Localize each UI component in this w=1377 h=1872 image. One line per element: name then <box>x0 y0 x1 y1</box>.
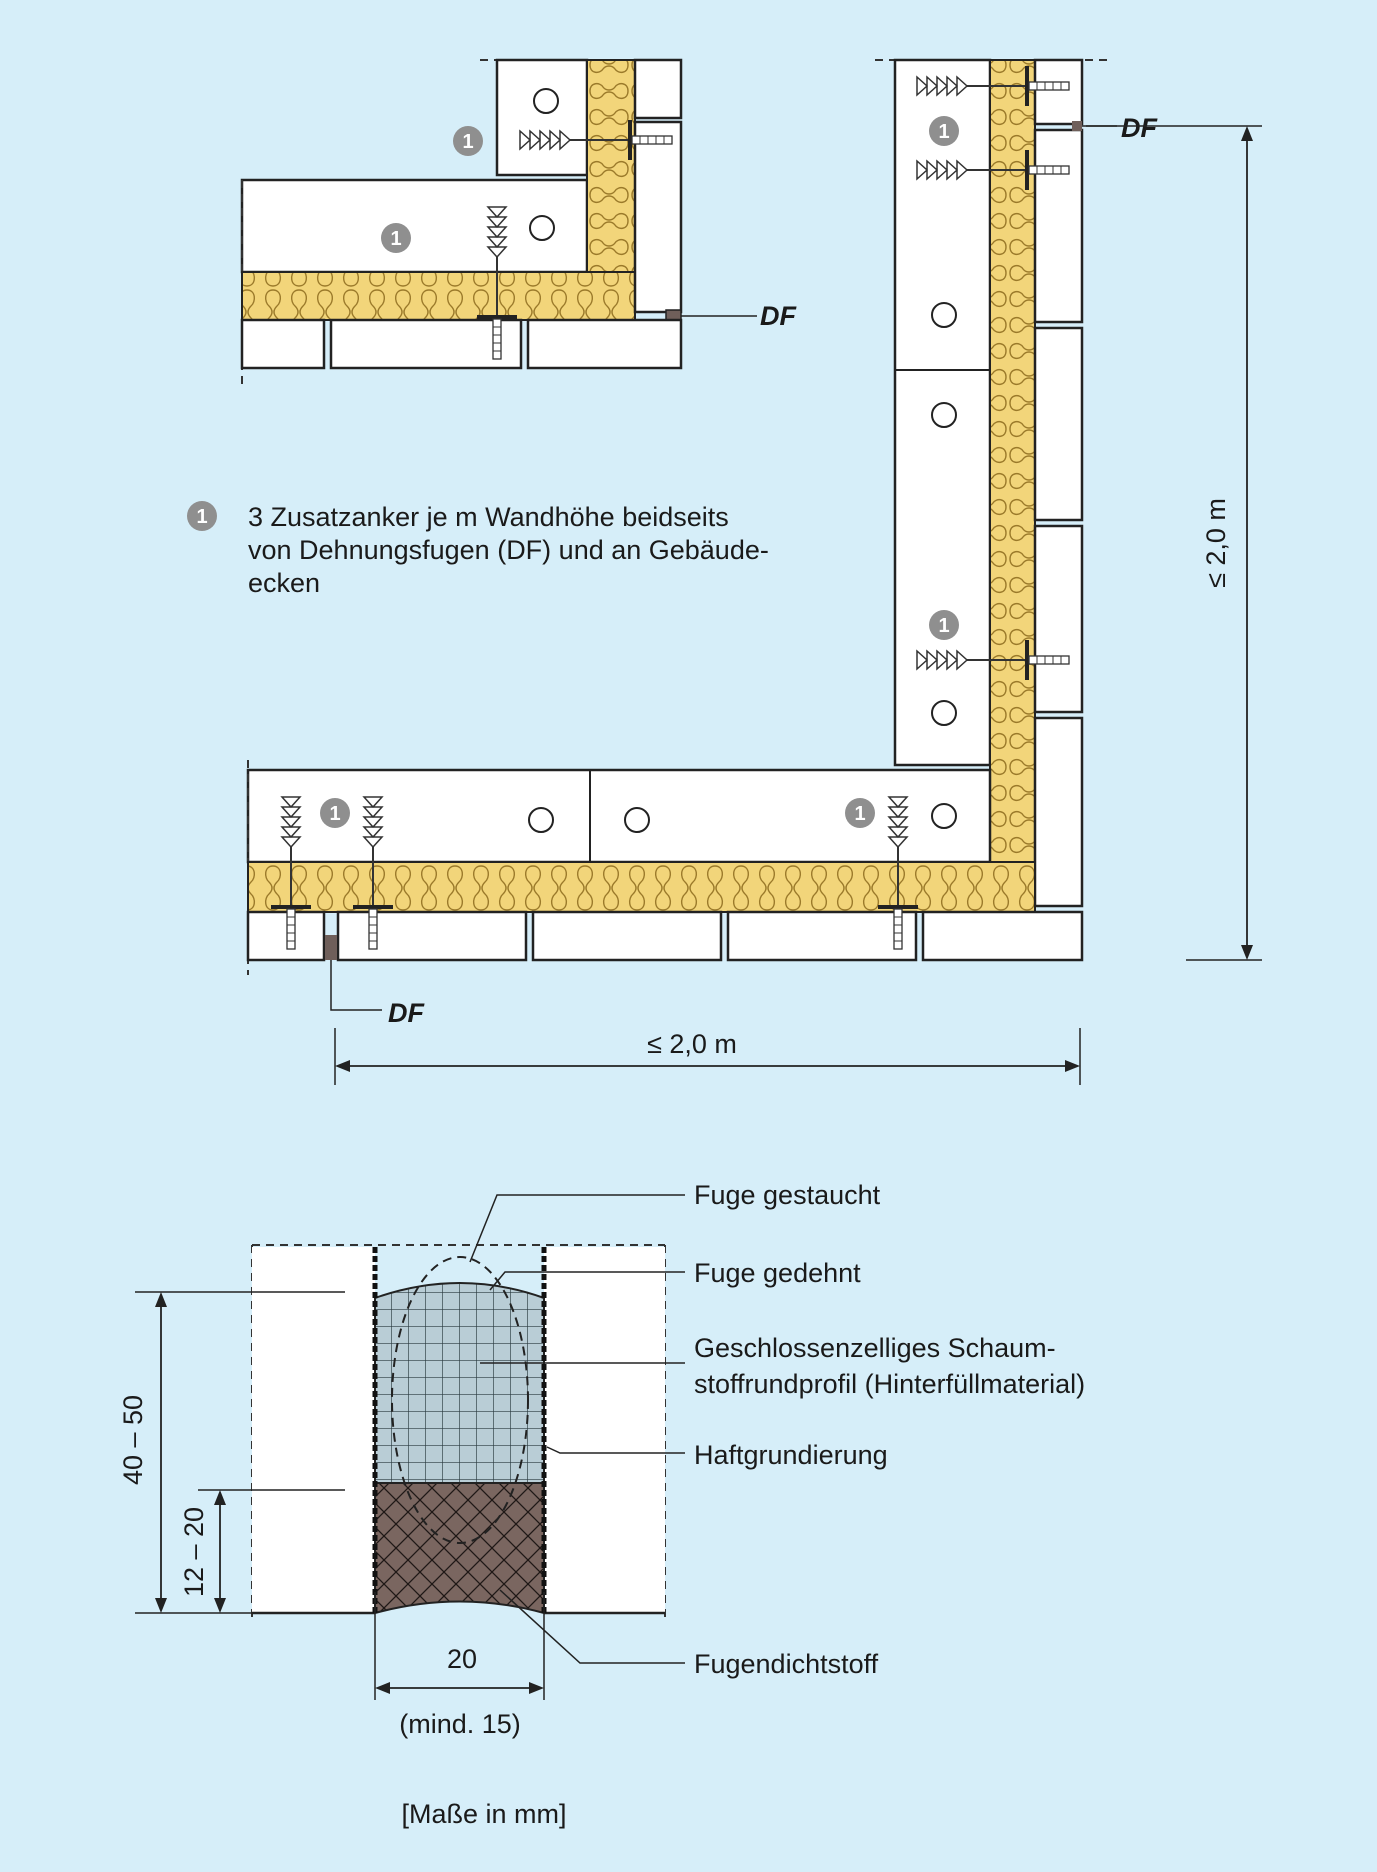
anchor-marker: 1 <box>320 798 350 828</box>
svg-text:ecken: ecken <box>248 568 320 598</box>
dimension-horizontal: ≤ 2,0 m <box>334 1028 1081 1085</box>
anchor-marker: 1 <box>845 798 875 828</box>
svg-text:12 – 20: 12 – 20 <box>179 1507 209 1597</box>
callout-backer-rod-line1: Geschlossenzelliges Schaum- <box>694 1333 1056 1363</box>
svg-text:1: 1 <box>390 228 401 250</box>
svg-text:1: 1 <box>938 615 949 637</box>
callout-primer: Haftgrundierung <box>694 1440 888 1470</box>
svg-text:(mind. 15): (mind. 15) <box>399 1709 521 1739</box>
dimension-width: 20 (mind. 15) <box>374 1592 545 1739</box>
df-label: DF <box>1121 113 1158 143</box>
callout-sealant: Fugendichtstoff <box>694 1649 879 1679</box>
svg-text:3 Zusatzanker je m Wandhöhe be: 3 Zusatzanker je m Wandhöhe beidseits <box>248 502 729 532</box>
svg-text:1: 1 <box>196 506 207 528</box>
svg-text:≤ 2,0 m: ≤ 2,0 m <box>1201 498 1231 588</box>
units-note: [Maße in mm] <box>401 1799 566 1829</box>
svg-text:1: 1 <box>329 803 340 825</box>
dimension-depth: 40 – 50 12 – 20 <box>118 1291 345 1614</box>
df-label: DF <box>388 998 425 1028</box>
callout-joint-compressed: Fuge gestaucht <box>694 1180 881 1210</box>
callout-backer-rod-line2: stoffrundprofil (Hinterfüllmaterial) <box>694 1369 1085 1399</box>
svg-text:1: 1 <box>462 131 473 153</box>
svg-text:von Dehnungsfugen (DF) und an: von Dehnungsfugen (DF) und an Gebäude- <box>248 535 769 565</box>
anchor-marker: 1 <box>453 126 483 156</box>
corner-detail-small <box>240 58 1107 385</box>
anchor-marker: 1 <box>929 116 959 146</box>
anchor-note: 1 3 Zusatzanker je m Wandhöhe beidseits … <box>187 501 769 598</box>
svg-text:≤ 2,0 m: ≤ 2,0 m <box>647 1029 737 1059</box>
df-label: DF <box>760 301 797 331</box>
svg-text:20: 20 <box>447 1644 477 1674</box>
svg-text:1: 1 <box>938 121 949 143</box>
anchor-marker: 1 <box>929 610 959 640</box>
anchor-marker: 1 <box>381 223 411 253</box>
svg-text:40 – 50: 40 – 50 <box>118 1395 148 1485</box>
dimension-vertical: ≤ 2,0 m <box>1086 125 1262 961</box>
joint-section <box>251 1244 666 1620</box>
callout-joint-stretched: Fuge gedehnt <box>694 1258 861 1288</box>
svg-text:1: 1 <box>854 803 865 825</box>
